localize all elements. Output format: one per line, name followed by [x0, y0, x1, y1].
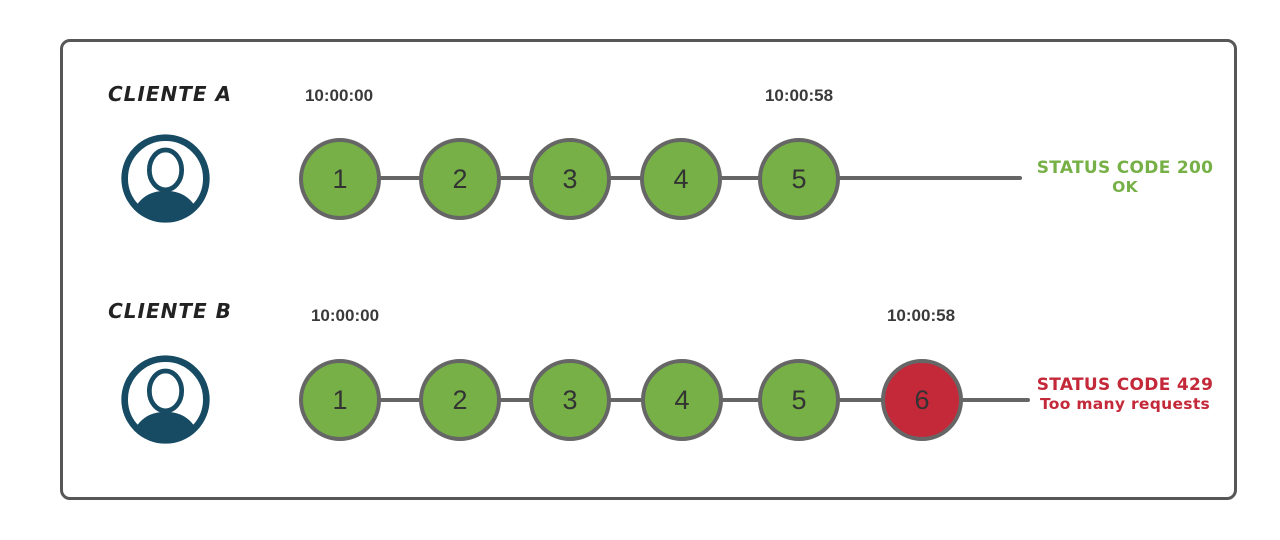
row-b-end-timestamp: 10:00:58	[886, 306, 956, 325]
request-number: 2	[452, 384, 468, 415]
row-a-status: STATUS CODE 200 OK	[1025, 158, 1225, 197]
row-a-end-timestamp: 10:00:58	[764, 86, 834, 105]
user-avatar-icon	[121, 355, 210, 444]
request-node: 4	[641, 359, 723, 441]
request-node: 4	[640, 138, 722, 220]
request-number: 3	[562, 163, 578, 194]
status-code-text: STATUS CODE 429	[1036, 375, 1214, 395]
diagram-frame	[60, 39, 1237, 500]
request-number: 5	[791, 163, 807, 194]
request-node: 3	[529, 138, 611, 220]
request-number: 4	[674, 384, 690, 415]
client-a-label: CLIENTE A	[107, 82, 232, 106]
request-number: 1	[332, 384, 348, 415]
request-node: 3	[529, 359, 611, 441]
client-b-label: CLIENTE B	[108, 299, 232, 323]
request-node: 2	[419, 138, 501, 220]
status-detail-text: Too many requests	[1039, 395, 1211, 413]
request-number: 4	[673, 163, 689, 194]
request-node: 2	[419, 359, 501, 441]
row-a-start-timestamp: 10:00:00	[304, 86, 374, 105]
request-number: 2	[452, 163, 468, 194]
request-node: 5	[758, 359, 840, 441]
request-number: 5	[791, 384, 807, 415]
user-avatar-icon	[121, 134, 210, 223]
request-node-rate-limited: 6	[881, 359, 963, 441]
row-b-start-timestamp: 10:00:00	[310, 306, 380, 325]
request-number: 1	[332, 163, 348, 194]
status-code-text: STATUS CODE 200	[1036, 158, 1214, 178]
row-b-status: STATUS CODE 429 Too many requests	[1025, 375, 1225, 414]
request-node: 1	[299, 138, 381, 220]
request-node: 1	[299, 359, 381, 441]
request-node: 5	[758, 138, 840, 220]
request-number: 6	[914, 384, 930, 415]
request-number: 3	[562, 384, 578, 415]
status-detail-text: OK	[1112, 178, 1138, 196]
